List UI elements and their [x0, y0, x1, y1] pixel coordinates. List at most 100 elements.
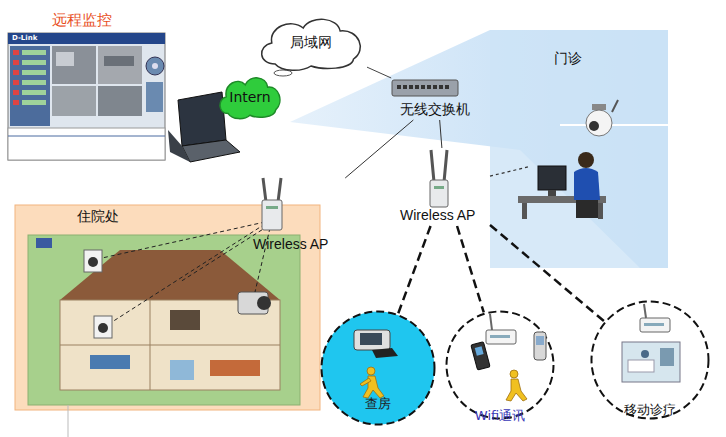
access-point: [262, 178, 282, 230]
house-lawn: [28, 235, 300, 405]
router-led: [490, 335, 510, 338]
node-label: 查房: [320, 397, 436, 412]
switch-ports: [397, 85, 449, 89]
network-link: [345, 120, 413, 178]
screen-buttons: [22, 90, 46, 95]
clinic-panel: [490, 30, 668, 268]
circle-path: [592, 302, 709, 419]
walking-person: [363, 376, 384, 398]
clinic-line: [560, 124, 668, 126]
router-body: [640, 318, 670, 332]
screen-titlebar: [8, 33, 165, 44]
node-label: 无线交换机: [400, 101, 470, 117]
mobile-phone: [471, 332, 546, 370]
house-tv: [170, 310, 200, 330]
switch-device: [392, 80, 458, 96]
mobile-phone: [475, 346, 484, 356]
screen-video: [52, 46, 96, 84]
access-point-box: Wireless AP: [250, 178, 350, 255]
laptop-side: [168, 130, 190, 162]
node-label: Wireless AP: [253, 236, 328, 252]
walking-person: [367, 367, 375, 375]
camera-lens: [88, 257, 98, 267]
network-link: [440, 120, 442, 148]
inpatient-panel: [15, 205, 320, 410]
camera-link: [112, 224, 265, 322]
node-label: 局域网: [255, 34, 367, 50]
switch-ports: [439, 85, 443, 89]
page-margin-mark: [68, 405, 69, 437]
switch-ports: [421, 85, 425, 89]
screen-buttons: [22, 100, 46, 105]
camera-body: [84, 250, 102, 272]
screen-buttons: [13, 70, 19, 75]
screen-buttons: [13, 50, 19, 55]
desk-stand: [548, 190, 556, 196]
switch-ports: [397, 85, 401, 89]
laptop-screen: [178, 92, 226, 146]
pda-device: [354, 330, 398, 358]
camera-antenna: [612, 100, 618, 112]
cloud-tail: [274, 70, 292, 76]
desk-leg: [598, 203, 603, 219]
doctor-legs: [576, 200, 598, 218]
camera-dome: [586, 110, 612, 136]
monitor-screenshot: [8, 33, 165, 160]
ptz-camera: [586, 100, 618, 136]
screen-buttons: [13, 60, 19, 65]
house-sign: [36, 238, 52, 248]
desk-monitor: [538, 166, 566, 190]
ap-led: [266, 206, 278, 209]
screen-buttons: [22, 70, 46, 75]
screen-table-line: [8, 136, 165, 137]
node-label: 住院处: [77, 208, 119, 224]
switch-ports: [415, 85, 419, 89]
inpatient-area: 住院处Wireless AP: [15, 205, 320, 410]
router-antenna: [644, 304, 646, 318]
clinic-area: 门诊: [530, 32, 666, 268]
house-floor: [60, 345, 280, 346]
walking-person: [360, 378, 371, 386]
camera-body: [94, 316, 112, 338]
screen-frame: [8, 33, 165, 160]
mobile-phone: [534, 332, 546, 360]
security-camera: [84, 250, 271, 338]
camera-lens: [589, 121, 599, 131]
network-link: [367, 67, 391, 78]
network-link: [490, 225, 604, 321]
switch-ports: [445, 85, 449, 89]
screen-video: [52, 86, 96, 116]
router-led: [644, 323, 664, 326]
screen-buttons: [13, 100, 19, 105]
circle-outline: [590, 300, 710, 420]
screen-video: [104, 56, 134, 66]
camera-link: [102, 222, 270, 322]
node-label: Intern: [216, 89, 284, 105]
screen-buttons: [13, 80, 19, 85]
photo-frame: [622, 342, 680, 382]
camera-lens: [257, 296, 271, 310]
screen-video: [52, 46, 142, 116]
doctor-body: [574, 168, 600, 200]
ap-antenna: [278, 178, 281, 202]
router-body: [486, 330, 516, 344]
ap-antenna: [444, 150, 447, 182]
circle-outline: [445, 310, 555, 420]
monitor-area: 远程监控: [8, 10, 168, 162]
screen-sidebar: [10, 46, 50, 126]
screen-video: [98, 46, 142, 84]
switch-ports: [403, 85, 407, 89]
desk-leg: [522, 203, 527, 219]
node-label: Wireless AP: [400, 207, 475, 223]
node-label: 移动诊疗: [590, 403, 710, 418]
screen-buttons: [13, 90, 19, 95]
ap-antenna: [431, 150, 434, 182]
photo-person: [641, 350, 649, 358]
node-label: 门诊: [554, 50, 582, 66]
ap-body: [262, 200, 282, 230]
service-circle: 查房: [320, 310, 436, 426]
wifi-router: [486, 314, 516, 344]
walking-person: [506, 379, 527, 401]
medical-photo: [622, 342, 680, 382]
